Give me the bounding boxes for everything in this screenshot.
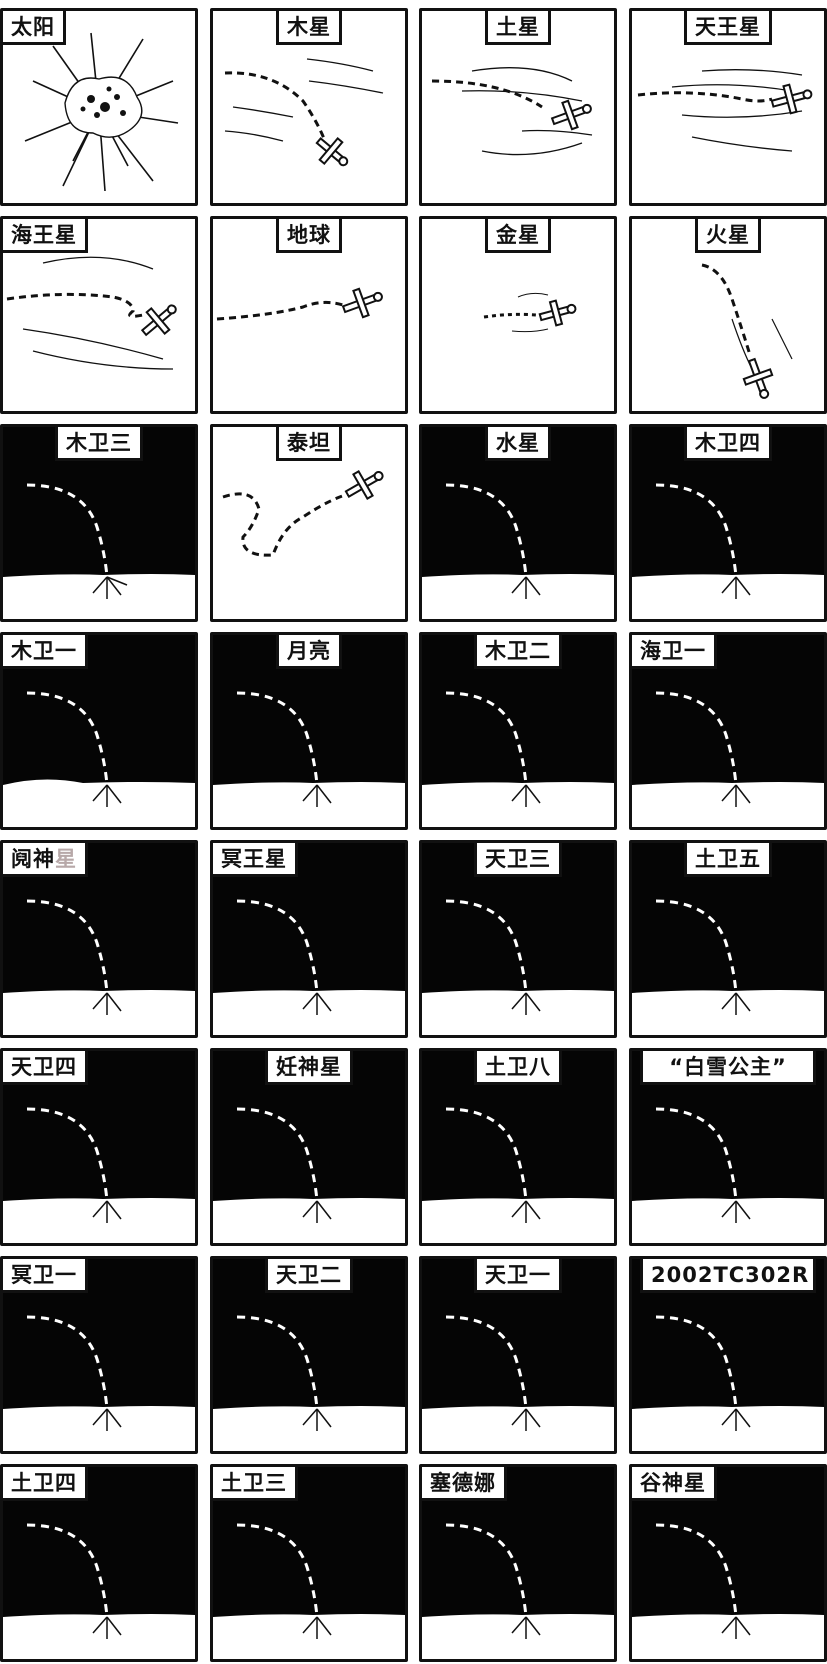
panel-eris: 阋神星: [0, 840, 198, 1038]
panel-label-text: 阋神: [11, 847, 55, 871]
panel-ganymede: 木卫三: [0, 424, 198, 622]
panel-oberon: 天卫四: [0, 1048, 198, 1246]
panel-mercury: 水星: [419, 424, 617, 622]
panel-rhea: 土卫五: [629, 840, 827, 1038]
panel-callisto: 木卫四: [629, 424, 827, 622]
crash-drawing: [213, 1523, 405, 1659]
crash-drawing: [422, 1107, 614, 1243]
panel-neptune: 海王星: [0, 216, 198, 414]
panel-label: 火星: [695, 219, 761, 253]
panel-label: 天卫二: [265, 1259, 353, 1293]
panel-label: 土卫五: [684, 843, 772, 877]
crash-drawing: [213, 1107, 405, 1243]
panel-2002tc302: 2002TC302R: [629, 1256, 827, 1454]
panel-label: 妊神星: [265, 1051, 353, 1085]
panel-label: 天卫一: [474, 1259, 562, 1293]
panel-label: 金星: [485, 219, 551, 253]
crash-drawing: [3, 1107, 195, 1243]
panel-triton: 海卫一: [629, 632, 827, 830]
panel-haumea: 妊神星: [210, 1048, 408, 1246]
crash-drawing: [3, 899, 195, 1035]
panel-label: 木卫四: [684, 427, 772, 461]
panel-earth: 地球: [210, 216, 408, 414]
panel-snow-white: “白雪公主”: [629, 1048, 827, 1246]
plane-flight-drawing: [6, 256, 177, 370]
crash-drawing: [632, 483, 824, 619]
panel-pluto: 冥王星: [210, 840, 408, 1038]
crash-drawing: [422, 691, 614, 827]
panel-label: 木卫三: [55, 427, 143, 461]
panel-label: 木星: [276, 11, 342, 45]
panel-label: 天卫三: [474, 843, 562, 877]
crash-drawing: [422, 1523, 614, 1659]
panel-label: 土卫四: [3, 1467, 88, 1501]
crash-drawing: [3, 483, 195, 619]
panel-label: 木卫一: [3, 635, 88, 669]
panel-label: 月亮: [276, 635, 342, 669]
panel-dione: 土卫四: [0, 1464, 198, 1662]
crash-drawing: [3, 691, 195, 827]
panel-label: 冥王星: [213, 843, 298, 877]
panel-ariel: 天卫二: [210, 1256, 408, 1454]
panel-iapetus: 土卫八: [419, 1048, 617, 1246]
panel-europa: 木卫二: [419, 632, 617, 830]
panel-label: 海卫一: [632, 635, 717, 669]
crash-drawing: [422, 1315, 614, 1451]
panel-label: 2002TC302R: [640, 1259, 816, 1293]
panel-label: 水星: [485, 427, 551, 461]
panel-label: 土卫八: [474, 1051, 562, 1085]
panel-label: 天卫四: [3, 1051, 88, 1085]
panel-charon: 冥卫一: [0, 1256, 198, 1454]
panel-label: 阋神星: [3, 843, 88, 877]
panel-label-faded-text: 星: [55, 847, 77, 871]
crash-drawing: [3, 1523, 195, 1659]
panel-jupiter: 木星: [210, 8, 408, 206]
panel-io: 木卫一: [0, 632, 198, 830]
panel-label: 塞德娜: [422, 1467, 507, 1501]
crash-drawing: [213, 899, 405, 1035]
crash-drawing: [632, 1315, 824, 1451]
sun-explosion-drawing: [24, 32, 179, 192]
plane-flight-drawing: [637, 69, 813, 152]
panel-sedna: 塞德娜: [419, 1464, 617, 1662]
panel-label: “白雪公主”: [640, 1051, 816, 1085]
panel-label: 谷神星: [632, 1467, 717, 1501]
crash-drawing: [213, 1315, 405, 1451]
panel-label: 地球: [276, 219, 342, 253]
panel-label: 木卫二: [474, 635, 562, 669]
panel-moon: 月亮: [210, 632, 408, 830]
panel-tethys: 土卫三: [210, 1464, 408, 1662]
panel-umbriel: 天卫三: [419, 840, 617, 1038]
crash-drawing: [632, 1107, 824, 1243]
plane-flight-drawing: [483, 292, 577, 333]
crash-drawing: [632, 1523, 824, 1659]
crash-drawing: [213, 691, 405, 827]
panel-uranus: 天王星: [629, 8, 827, 206]
plane-flight-drawing: [222, 470, 384, 557]
panel-label: 冥卫一: [3, 1259, 88, 1293]
crash-drawing: [632, 691, 824, 827]
crash-drawing: [3, 1315, 195, 1451]
panel-label: 土卫三: [213, 1467, 298, 1501]
plane-flight-drawing: [431, 67, 593, 156]
panel-mars: 火星: [629, 216, 827, 414]
crash-drawing: [422, 483, 614, 619]
panel-label: 太阳: [3, 11, 66, 45]
panel-label: 天王星: [684, 11, 772, 45]
panel-sun: 太阳: [0, 8, 198, 206]
plane-flight-drawing: [224, 58, 384, 167]
panel-titan: 泰坦: [210, 424, 408, 622]
plane-flight-drawing: [216, 287, 383, 321]
panel-label: 海王星: [3, 219, 88, 253]
crash-drawing: [632, 899, 824, 1035]
crash-drawing: [422, 899, 614, 1035]
panel-label: 泰坦: [276, 427, 342, 461]
panel-saturn: 土星: [419, 8, 617, 206]
panel-venus: 金星: [419, 216, 617, 414]
plane-flight-drawing: [701, 263, 793, 399]
panel-ceres: 谷神星: [629, 1464, 827, 1662]
panel-miranda: 天卫一: [419, 1256, 617, 1454]
panel-label: 土星: [485, 11, 551, 45]
